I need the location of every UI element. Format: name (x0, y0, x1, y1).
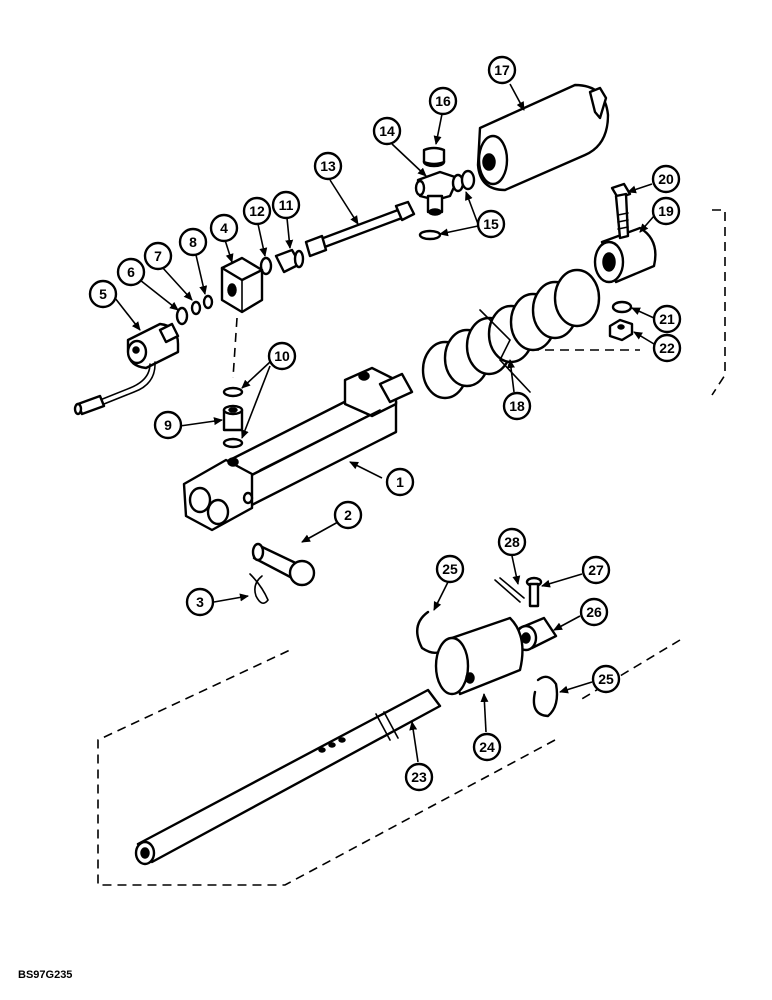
callout-28: 28 (497, 527, 527, 557)
pin-part (525, 576, 543, 608)
callout-3: 3 (185, 587, 215, 617)
svg-text:7: 7 (154, 248, 162, 264)
hydraulic-cylinder-part (182, 366, 414, 532)
callout-5: 5 (88, 279, 118, 309)
callout-23: 23 (404, 762, 434, 792)
callout-11: 11 (271, 190, 301, 220)
callout-20: 20 (651, 164, 681, 194)
drawing-code-label: BS97G235 (18, 969, 73, 981)
svg-text:15: 15 (483, 216, 499, 232)
shaft-part (134, 688, 442, 866)
hair-pin-part (249, 573, 269, 604)
callout-26: 26 (579, 597, 609, 627)
callout-12: 12 (242, 196, 272, 226)
washer-part-21 (611, 300, 633, 314)
callout-17: 17 (487, 55, 517, 85)
callout-13: 13 (313, 151, 343, 181)
o-ring-part-15b (418, 229, 442, 241)
callout-14: 14 (372, 116, 402, 146)
svg-text:4: 4 (220, 220, 228, 236)
svg-text:19: 19 (658, 203, 674, 219)
callout-1: 1 (385, 467, 415, 497)
callout-21: 21 (652, 304, 682, 334)
svg-text:25: 25 (442, 561, 458, 577)
svg-text:6: 6 (127, 264, 135, 280)
callout-8: 8 (178, 227, 208, 257)
collar-part (593, 226, 657, 284)
callout-4: 4 (209, 213, 239, 243)
leader-lines (114, 83, 655, 763)
svg-text:21: 21 (659, 311, 675, 327)
svg-text:10: 10 (274, 348, 290, 364)
callout-25a: 25 (435, 554, 465, 584)
svg-text:11: 11 (279, 197, 294, 213)
svg-text:14: 14 (379, 123, 395, 139)
bolt-part (610, 182, 632, 240)
svg-text:20: 20 (658, 171, 674, 187)
seal-part-8 (202, 294, 214, 310)
callout-7: 7 (143, 241, 173, 271)
svg-text:13: 13 (320, 158, 336, 174)
callout-10: 10 (267, 341, 297, 371)
seal-part-7 (190, 300, 202, 316)
svg-text:12: 12 (249, 203, 265, 219)
svg-text:24: 24 (479, 739, 495, 755)
port-alignment-line (232, 317, 238, 379)
washer-part (259, 256, 273, 276)
accumulator-part (476, 83, 610, 192)
callout-19: 19 (651, 196, 681, 226)
svg-text:22: 22 (659, 340, 675, 356)
callout-6: 6 (116, 257, 146, 287)
svg-text:17: 17 (494, 62, 510, 78)
svg-text:3: 3 (196, 594, 204, 610)
svg-text:9: 9 (164, 417, 172, 433)
snap-ring-part-25b (532, 675, 559, 718)
callout-15: 15 (476, 209, 506, 239)
cotter-pin-part (494, 577, 525, 603)
solenoid-part (73, 322, 180, 416)
svg-text:16: 16 (435, 93, 451, 109)
callout-18: 18 (502, 391, 532, 421)
tube-assembly-part (304, 200, 416, 258)
assembly-boundary-line (97, 209, 726, 886)
sleeve-part (434, 616, 524, 696)
tee-fitting-part (414, 170, 465, 216)
spring-part (421, 268, 601, 400)
svg-text:23: 23 (411, 769, 427, 785)
o-ring-part-10b (222, 437, 244, 449)
svg-text:18: 18 (509, 398, 525, 414)
callout-25b: 25 (591, 664, 621, 694)
svg-text:27: 27 (588, 562, 604, 578)
nut-part (608, 318, 634, 342)
svg-text:2: 2 (344, 507, 352, 523)
svg-text:5: 5 (99, 286, 107, 302)
adapter-part (222, 404, 244, 432)
svg-text:28: 28 (504, 534, 520, 550)
o-ring-part-15a (460, 169, 476, 191)
callout-16: 16 (428, 86, 458, 116)
svg-text:8: 8 (189, 234, 197, 250)
valve-block-part (220, 256, 264, 314)
svg-text:25: 25 (598, 671, 614, 687)
cap-part (422, 146, 446, 168)
callout-9: 9 (153, 410, 183, 440)
clevis-pin-part (251, 542, 316, 587)
callout-2: 2 (333, 500, 363, 530)
seal-part-6 (175, 306, 189, 326)
o-ring-part-10a (222, 386, 244, 398)
svg-text:1: 1 (396, 474, 404, 490)
svg-text:26: 26 (586, 604, 602, 620)
callout-22: 22 (652, 333, 682, 363)
callout-27: 27 (581, 555, 611, 585)
callout-24: 24 (472, 732, 502, 762)
fitting-part (274, 248, 305, 274)
